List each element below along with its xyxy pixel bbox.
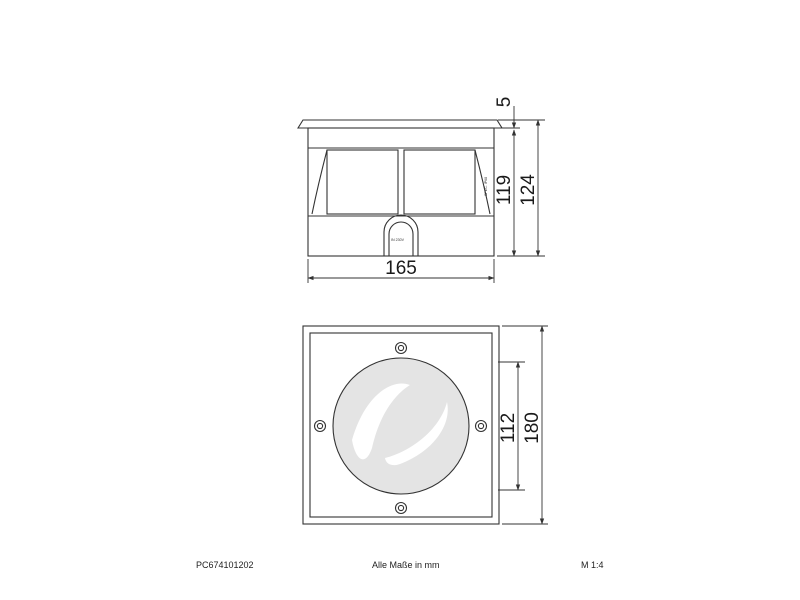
dim-119-label: 119 [494, 175, 515, 205]
right-window [403, 149, 476, 215]
article-number: PC674101202 [196, 560, 254, 570]
dim-112-label: 112 [498, 413, 519, 443]
screw [394, 341, 408, 355]
side-spec-label: SPEC. IP68 [484, 177, 488, 196]
housing-outline [307, 127, 495, 257]
cable-entry [383, 214, 419, 256]
lens [332, 357, 470, 495]
dim-5-label: 5 [494, 97, 515, 108]
side-view [297, 119, 503, 257]
left-tapered-panel [311, 149, 328, 215]
dim-180-label: 180 [522, 412, 543, 444]
cover-plate-outer [302, 325, 500, 525]
right-tapered-panel [474, 149, 491, 215]
cover-plate-inner [309, 332, 493, 518]
cable-entry-label: IN 230V [391, 238, 405, 242]
units-note: Alle Maße in mm [372, 560, 440, 570]
top-dimensions [498, 325, 548, 525]
scale-note: M 1:4 [581, 560, 604, 570]
screw [394, 501, 408, 515]
left-window [326, 149, 399, 215]
flange-outline [297, 119, 503, 129]
side-dimensions [307, 106, 545, 283]
dim-165-label: 165 [385, 258, 417, 279]
screw [313, 419, 327, 433]
screw [474, 419, 488, 433]
top-view [302, 325, 500, 525]
cable-entry-inner [388, 221, 414, 256]
dim-124-label: 124 [518, 174, 539, 206]
lens-reflection [352, 383, 448, 466]
